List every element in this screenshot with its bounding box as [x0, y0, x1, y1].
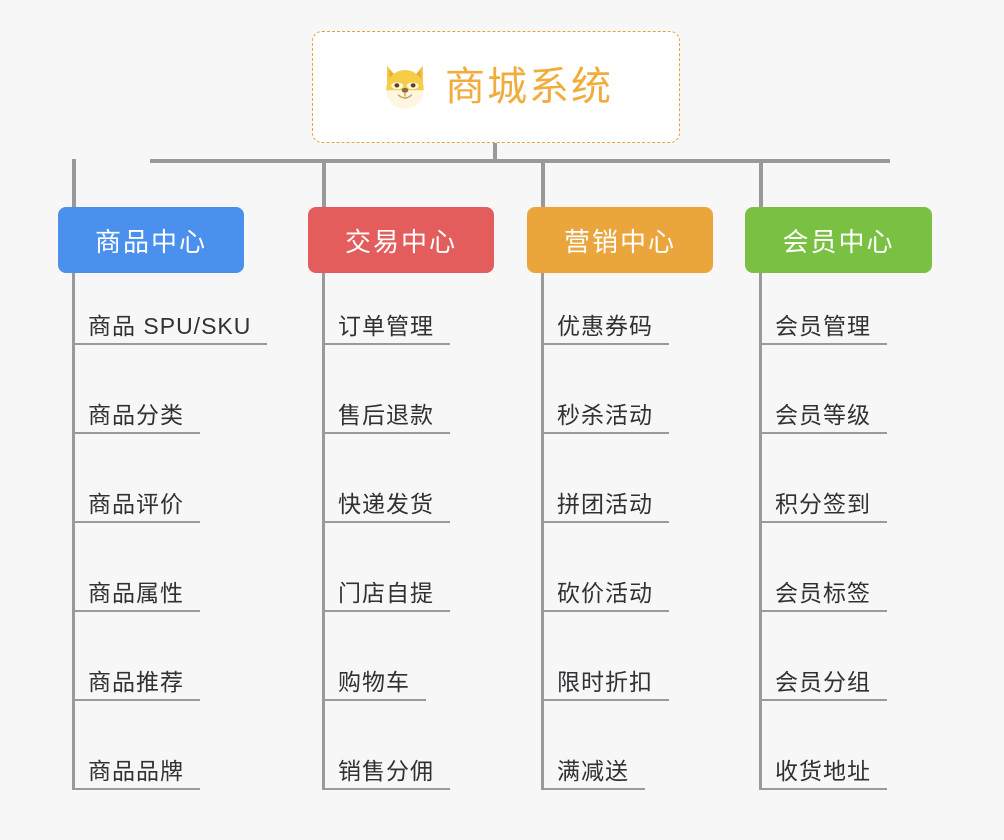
connector-bus [150, 159, 890, 163]
leaf-item[interactable]: 会员等级 [759, 368, 887, 434]
connector-drop-4 [759, 159, 763, 209]
leaf-item-label: 商品分类 [88, 401, 184, 428]
leaf-item-label: 会员等级 [775, 401, 871, 428]
leaf-item[interactable]: 商品品牌 [72, 724, 200, 790]
leaf-item-label: 商品品牌 [88, 757, 184, 784]
connector-drop-3 [541, 159, 545, 209]
leaf-item-label: 快递发货 [338, 490, 434, 517]
leaf-item-label: 门店自提 [338, 579, 434, 606]
leaf-item-label: 销售分佣 [338, 757, 434, 784]
leaf-item-label: 砍价活动 [557, 579, 653, 606]
leaf-item[interactable]: 秒杀活动 [541, 368, 669, 434]
leaf-item-label: 订单管理 [338, 312, 434, 339]
leaf-item[interactable]: 商品分类 [72, 368, 200, 434]
leaf-item[interactable]: 商品推荐 [72, 635, 200, 701]
leaf-item[interactable]: 砍价活动 [541, 546, 669, 612]
category-label: 商品中心 [94, 226, 207, 257]
connector-stem [493, 143, 497, 163]
leaf-item[interactable]: 销售分佣 [322, 724, 450, 790]
root-title: 商城系统 [445, 65, 613, 109]
connector-drop-2 [322, 159, 326, 209]
leaf-item[interactable]: 会员标签 [759, 546, 887, 612]
leaf-item-label: 收货地址 [775, 757, 871, 784]
leaf-item[interactable]: 限时折扣 [541, 635, 669, 701]
category-box-1[interactable]: 商品中心 [58, 207, 244, 273]
leaf-item[interactable]: 拼团活动 [541, 457, 669, 523]
leaf-item-label: 满减送 [557, 757, 629, 784]
leaf-item-label: 商品评价 [88, 490, 184, 517]
leaf-item-label: 售后退款 [338, 401, 434, 428]
leaf-item[interactable]: 积分签到 [759, 457, 887, 523]
leaf-item[interactable]: 商品评价 [72, 457, 200, 523]
leaf-item-label: 会员管理 [775, 312, 871, 339]
leaf-item-label: 商品推荐 [88, 668, 184, 695]
branch-spine [72, 273, 75, 790]
leaf-item-label: 积分签到 [775, 490, 871, 517]
leaf-item[interactable]: 订单管理 [322, 279, 450, 345]
leaf-item[interactable]: 购物车 [322, 635, 426, 701]
leaf-item[interactable]: 会员分组 [759, 635, 887, 701]
category-box-4[interactable]: 会员中心 [745, 207, 932, 273]
leaf-item[interactable]: 优惠券码 [541, 279, 669, 345]
leaf-item-label: 商品属性 [88, 579, 184, 606]
category-label: 营销中心 [563, 226, 676, 257]
shiba-dog-face-icon [379, 61, 431, 113]
leaf-item[interactable]: 售后退款 [322, 368, 450, 434]
leaf-item-label: 商品 SPU/SKU [88, 312, 252, 339]
leaf-item-label: 会员分组 [775, 668, 871, 695]
leaf-item-label: 购物车 [338, 668, 410, 695]
leaf-item-label: 拼团活动 [557, 490, 653, 517]
leaf-item[interactable]: 门店自提 [322, 546, 450, 612]
leaf-item[interactable]: 会员管理 [759, 279, 887, 345]
category-label: 交易中心 [344, 226, 457, 257]
leaf-item[interactable]: 商品属性 [72, 546, 200, 612]
category-box-3[interactable]: 营销中心 [527, 207, 713, 273]
category-label: 会员中心 [782, 226, 895, 257]
leaf-item-label: 会员标签 [775, 579, 871, 606]
leaf-item[interactable]: 商品 SPU/SKU [72, 279, 268, 345]
branch-spine [322, 273, 325, 790]
root-node[interactable]: 商城系统 [312, 31, 680, 143]
leaf-item-label: 秒杀活动 [557, 401, 653, 428]
leaf-item[interactable]: 快递发货 [322, 457, 450, 523]
leaf-item-label: 优惠券码 [557, 312, 653, 339]
leaf-item[interactable]: 满减送 [541, 724, 645, 790]
leaf-item-label: 限时折扣 [557, 668, 653, 695]
leaf-item[interactable]: 收货地址 [759, 724, 887, 790]
branch-spine [759, 273, 762, 790]
connector-drop-1 [72, 159, 76, 209]
category-box-2[interactable]: 交易中心 [308, 207, 494, 273]
branch-spine [541, 273, 544, 790]
